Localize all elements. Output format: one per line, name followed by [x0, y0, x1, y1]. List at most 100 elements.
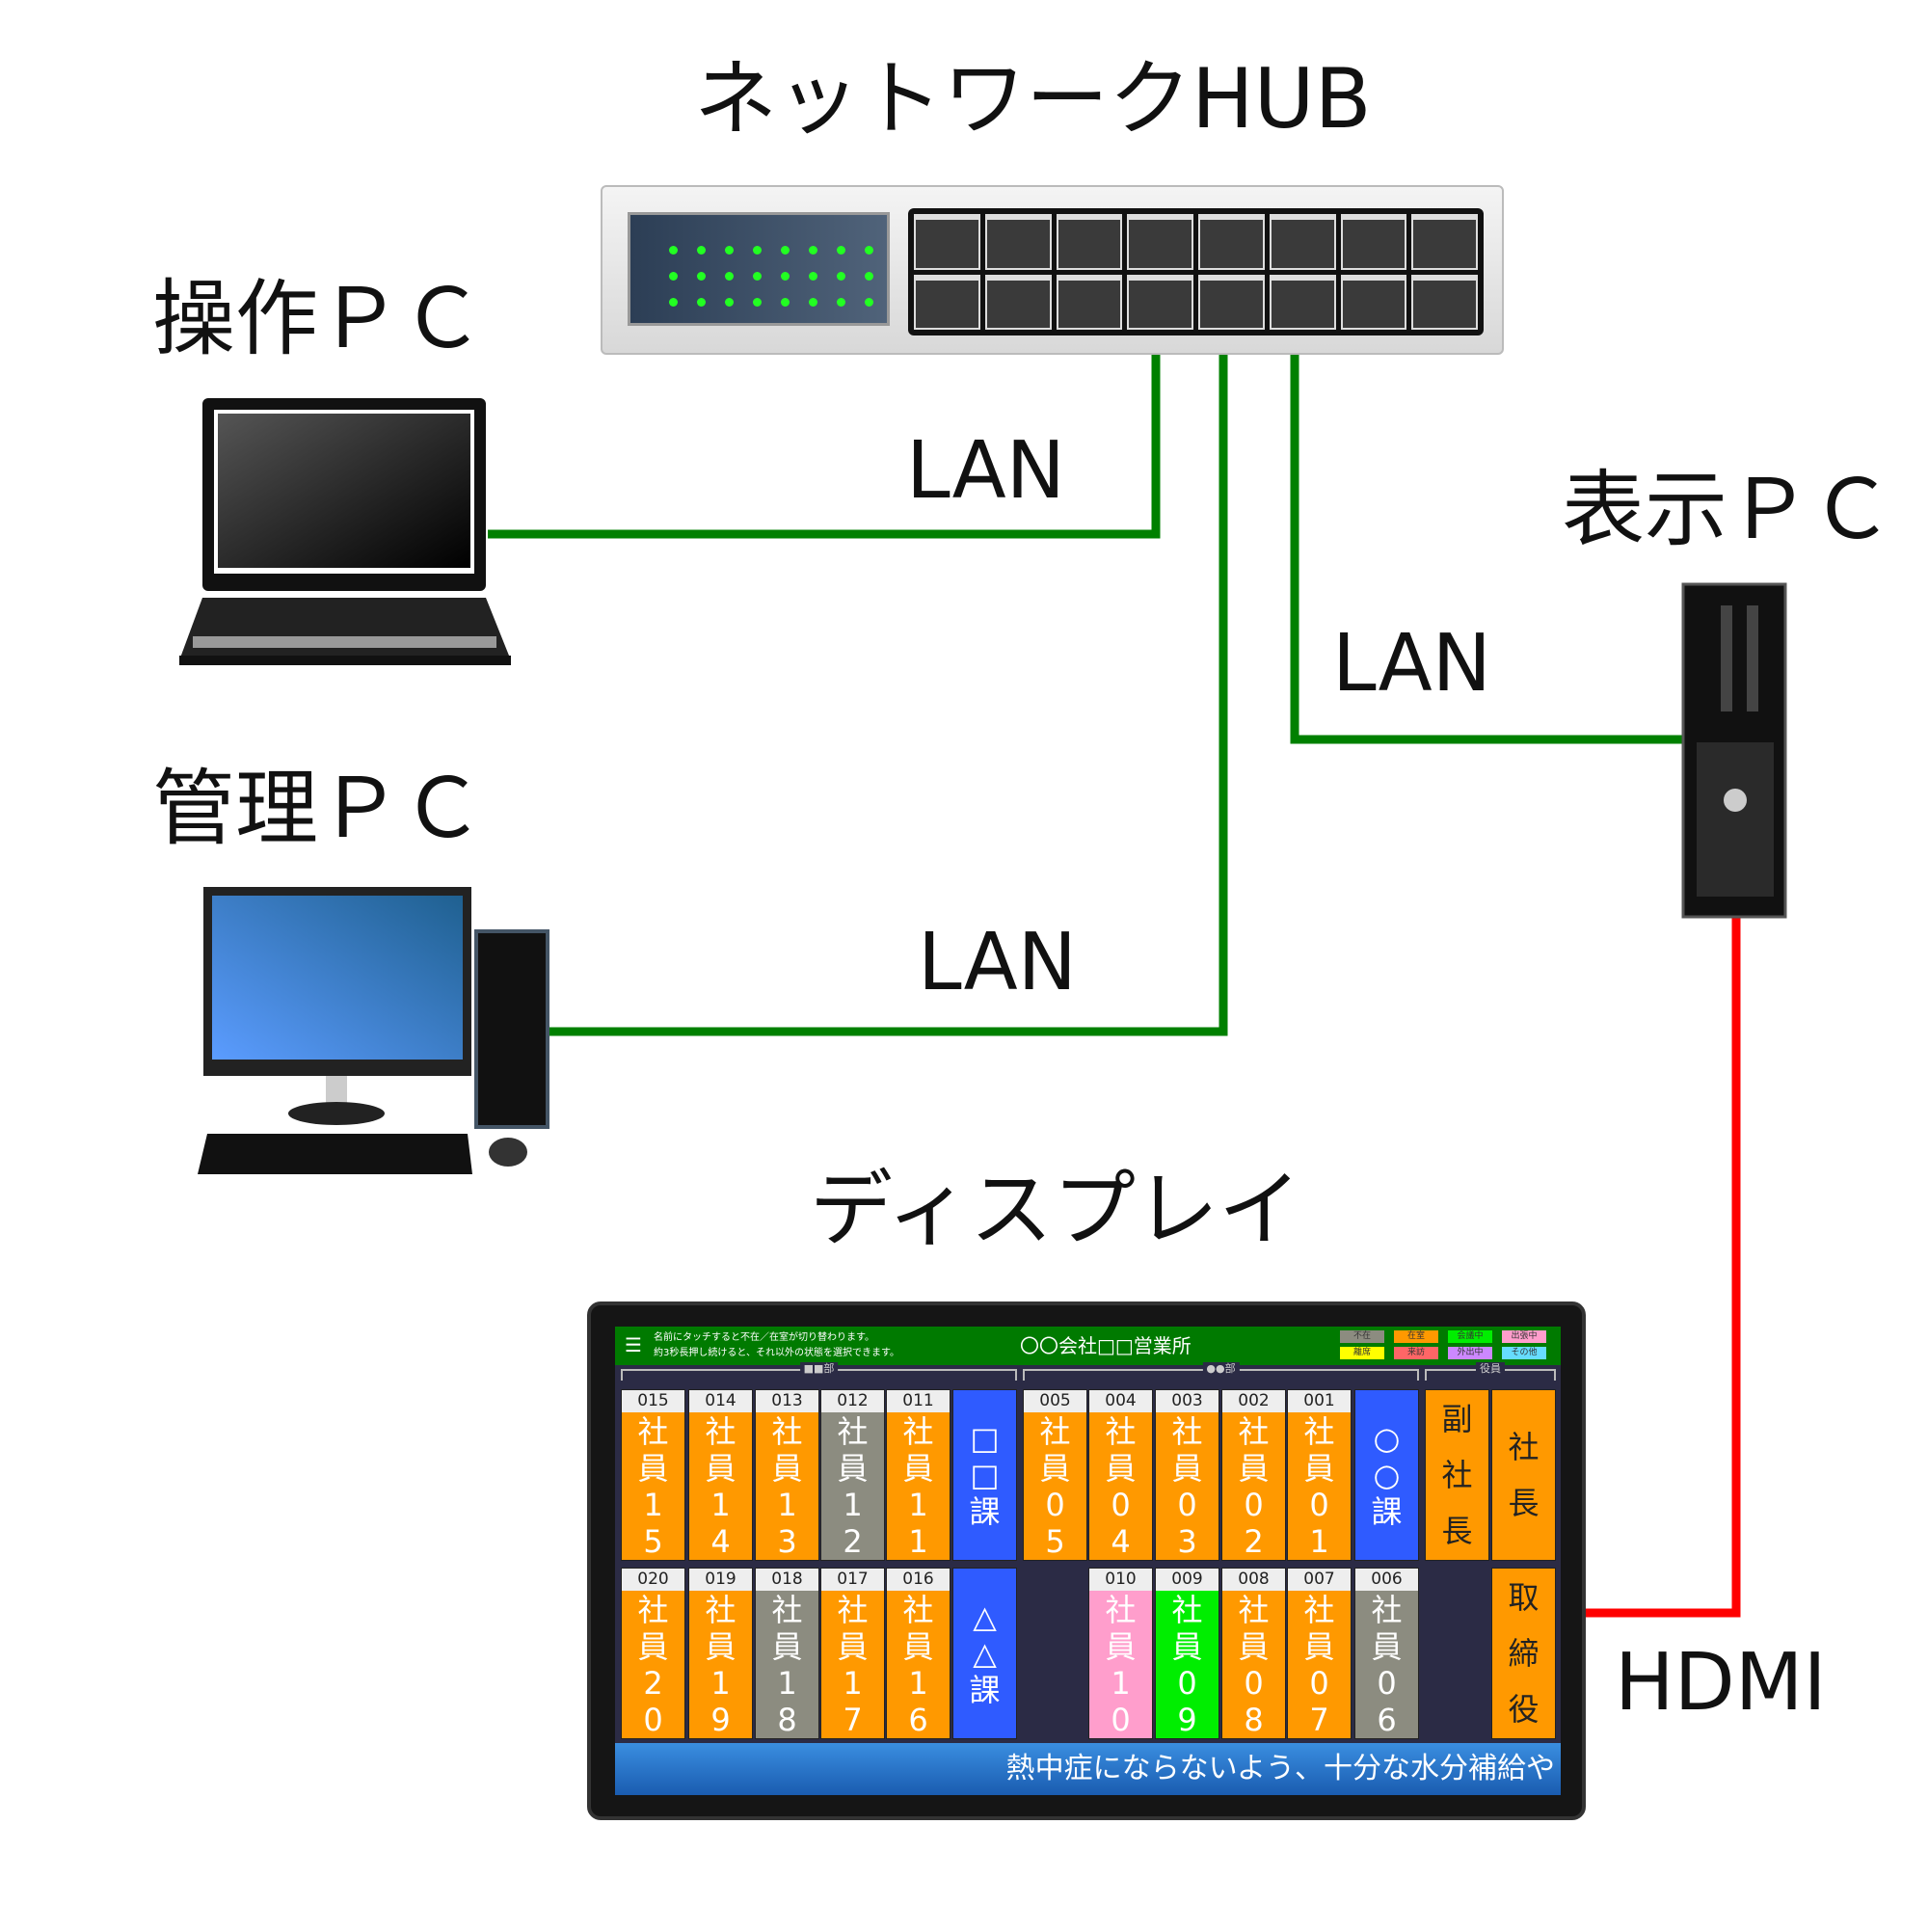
- employee-number: 005: [1024, 1390, 1086, 1412]
- hub-led: [865, 246, 873, 255]
- employee-number: 018: [756, 1569, 818, 1591]
- hub-led: [753, 272, 762, 281]
- legend-item: その他: [1502, 1347, 1546, 1359]
- employee-number: 008: [1222, 1569, 1285, 1591]
- executive-cell[interactable]: 社長: [1491, 1389, 1556, 1561]
- hub-led: [697, 272, 706, 281]
- group-2: ●●部: [1023, 1362, 1419, 1381]
- hub-port: [1198, 274, 1265, 330]
- employee-number: 012: [821, 1390, 884, 1412]
- employee-number: 015: [622, 1390, 684, 1412]
- cell-name: 社員08: [1238, 1591, 1270, 1738]
- employee-number: 014: [689, 1390, 752, 1412]
- lan-label-display-pc: LAN: [1332, 618, 1492, 710]
- legend-item: 会議中: [1448, 1330, 1492, 1343]
- menu-icon[interactable]: ☰: [625, 1333, 642, 1356]
- tower-pc-icon: [1681, 582, 1787, 919]
- lan-label-operation: LAN: [906, 425, 1066, 517]
- employee-number: 017: [821, 1569, 884, 1591]
- hub-led: [753, 298, 762, 307]
- screen-title: 〇〇会社□□営業所: [1020, 1334, 1192, 1357]
- executive-cell[interactable]: 副社長: [1425, 1389, 1489, 1561]
- hub-led: [725, 246, 734, 255]
- cell-name: 社員05: [1039, 1412, 1071, 1560]
- hub-led: [781, 298, 790, 307]
- lan-label-admin: LAN: [918, 917, 1078, 1008]
- hdmi-label: HDMI: [1615, 1637, 1827, 1729]
- hub-led: [865, 272, 873, 281]
- lan-cable-operation: [488, 355, 1161, 539]
- hub-led: [809, 298, 817, 307]
- display-screen: ☰ 名前にタッチすると不在／在室が切り替わります。 約3秒長押し続けると、それ以…: [615, 1327, 1561, 1795]
- hub-led: [753, 246, 762, 255]
- legend-item: 不在: [1340, 1330, 1384, 1343]
- hub-port: [1411, 214, 1478, 270]
- employee-number: 004: [1089, 1390, 1152, 1412]
- cell-name: 副社長: [1441, 1401, 1473, 1549]
- hub-port: [914, 274, 980, 330]
- hub-port: [1198, 214, 1265, 270]
- employee-number: 006: [1355, 1569, 1418, 1591]
- lan-cable-admin: [548, 355, 1228, 1036]
- hub-ports: [908, 208, 1484, 335]
- cell-name: 社員12: [837, 1412, 869, 1560]
- employee-number: 016: [887, 1569, 950, 1591]
- hub-led: [837, 246, 845, 255]
- section-column[interactable]: △△課: [952, 1568, 1017, 1739]
- hub-led: [837, 272, 845, 281]
- desktop-pc-icon: [198, 887, 549, 1174]
- employee-number: 011: [887, 1390, 950, 1412]
- cell-name: 社員16: [902, 1591, 934, 1738]
- hub-label: ネットワークHUB: [694, 51, 1372, 148]
- executive-cell[interactable]: 取締役: [1491, 1568, 1556, 1739]
- hub-port: [1056, 274, 1123, 330]
- cell-name: 社員19: [705, 1591, 736, 1738]
- hub-led: [669, 246, 678, 255]
- hub-led: [725, 298, 734, 307]
- cell-name: 社員18: [771, 1591, 803, 1738]
- hub-port: [1411, 274, 1478, 330]
- section-column[interactable]: □□課: [952, 1389, 1017, 1561]
- legend-item: 在室: [1394, 1330, 1438, 1343]
- cell-name: 社員20: [637, 1591, 669, 1738]
- news-ticker: 熱中症にならないよう、十分な水分補給や: [615, 1743, 1561, 1795]
- employee-number: 010: [1089, 1569, 1152, 1591]
- hub-led: [781, 246, 790, 255]
- cell-name: 社員11: [902, 1412, 934, 1560]
- hub-led: [669, 272, 678, 281]
- cell-name: 社長: [1508, 1429, 1540, 1521]
- hub-led-panel: [628, 212, 890, 326]
- legend-item: 来訪: [1394, 1347, 1438, 1359]
- hint-line-1: 名前にタッチすると不在／在室が切り替わります。: [654, 1332, 874, 1343]
- laptop-icon: [179, 398, 511, 665]
- hub-led: [697, 246, 706, 255]
- cell-name: 社員15: [637, 1412, 669, 1560]
- hub-led: [865, 298, 873, 307]
- employee-number: 002: [1222, 1390, 1285, 1412]
- cell-name: 取締役: [1508, 1579, 1540, 1728]
- section-column[interactable]: ○○課: [1354, 1389, 1419, 1561]
- hub-port: [1056, 214, 1123, 270]
- employee-number: 009: [1156, 1569, 1218, 1591]
